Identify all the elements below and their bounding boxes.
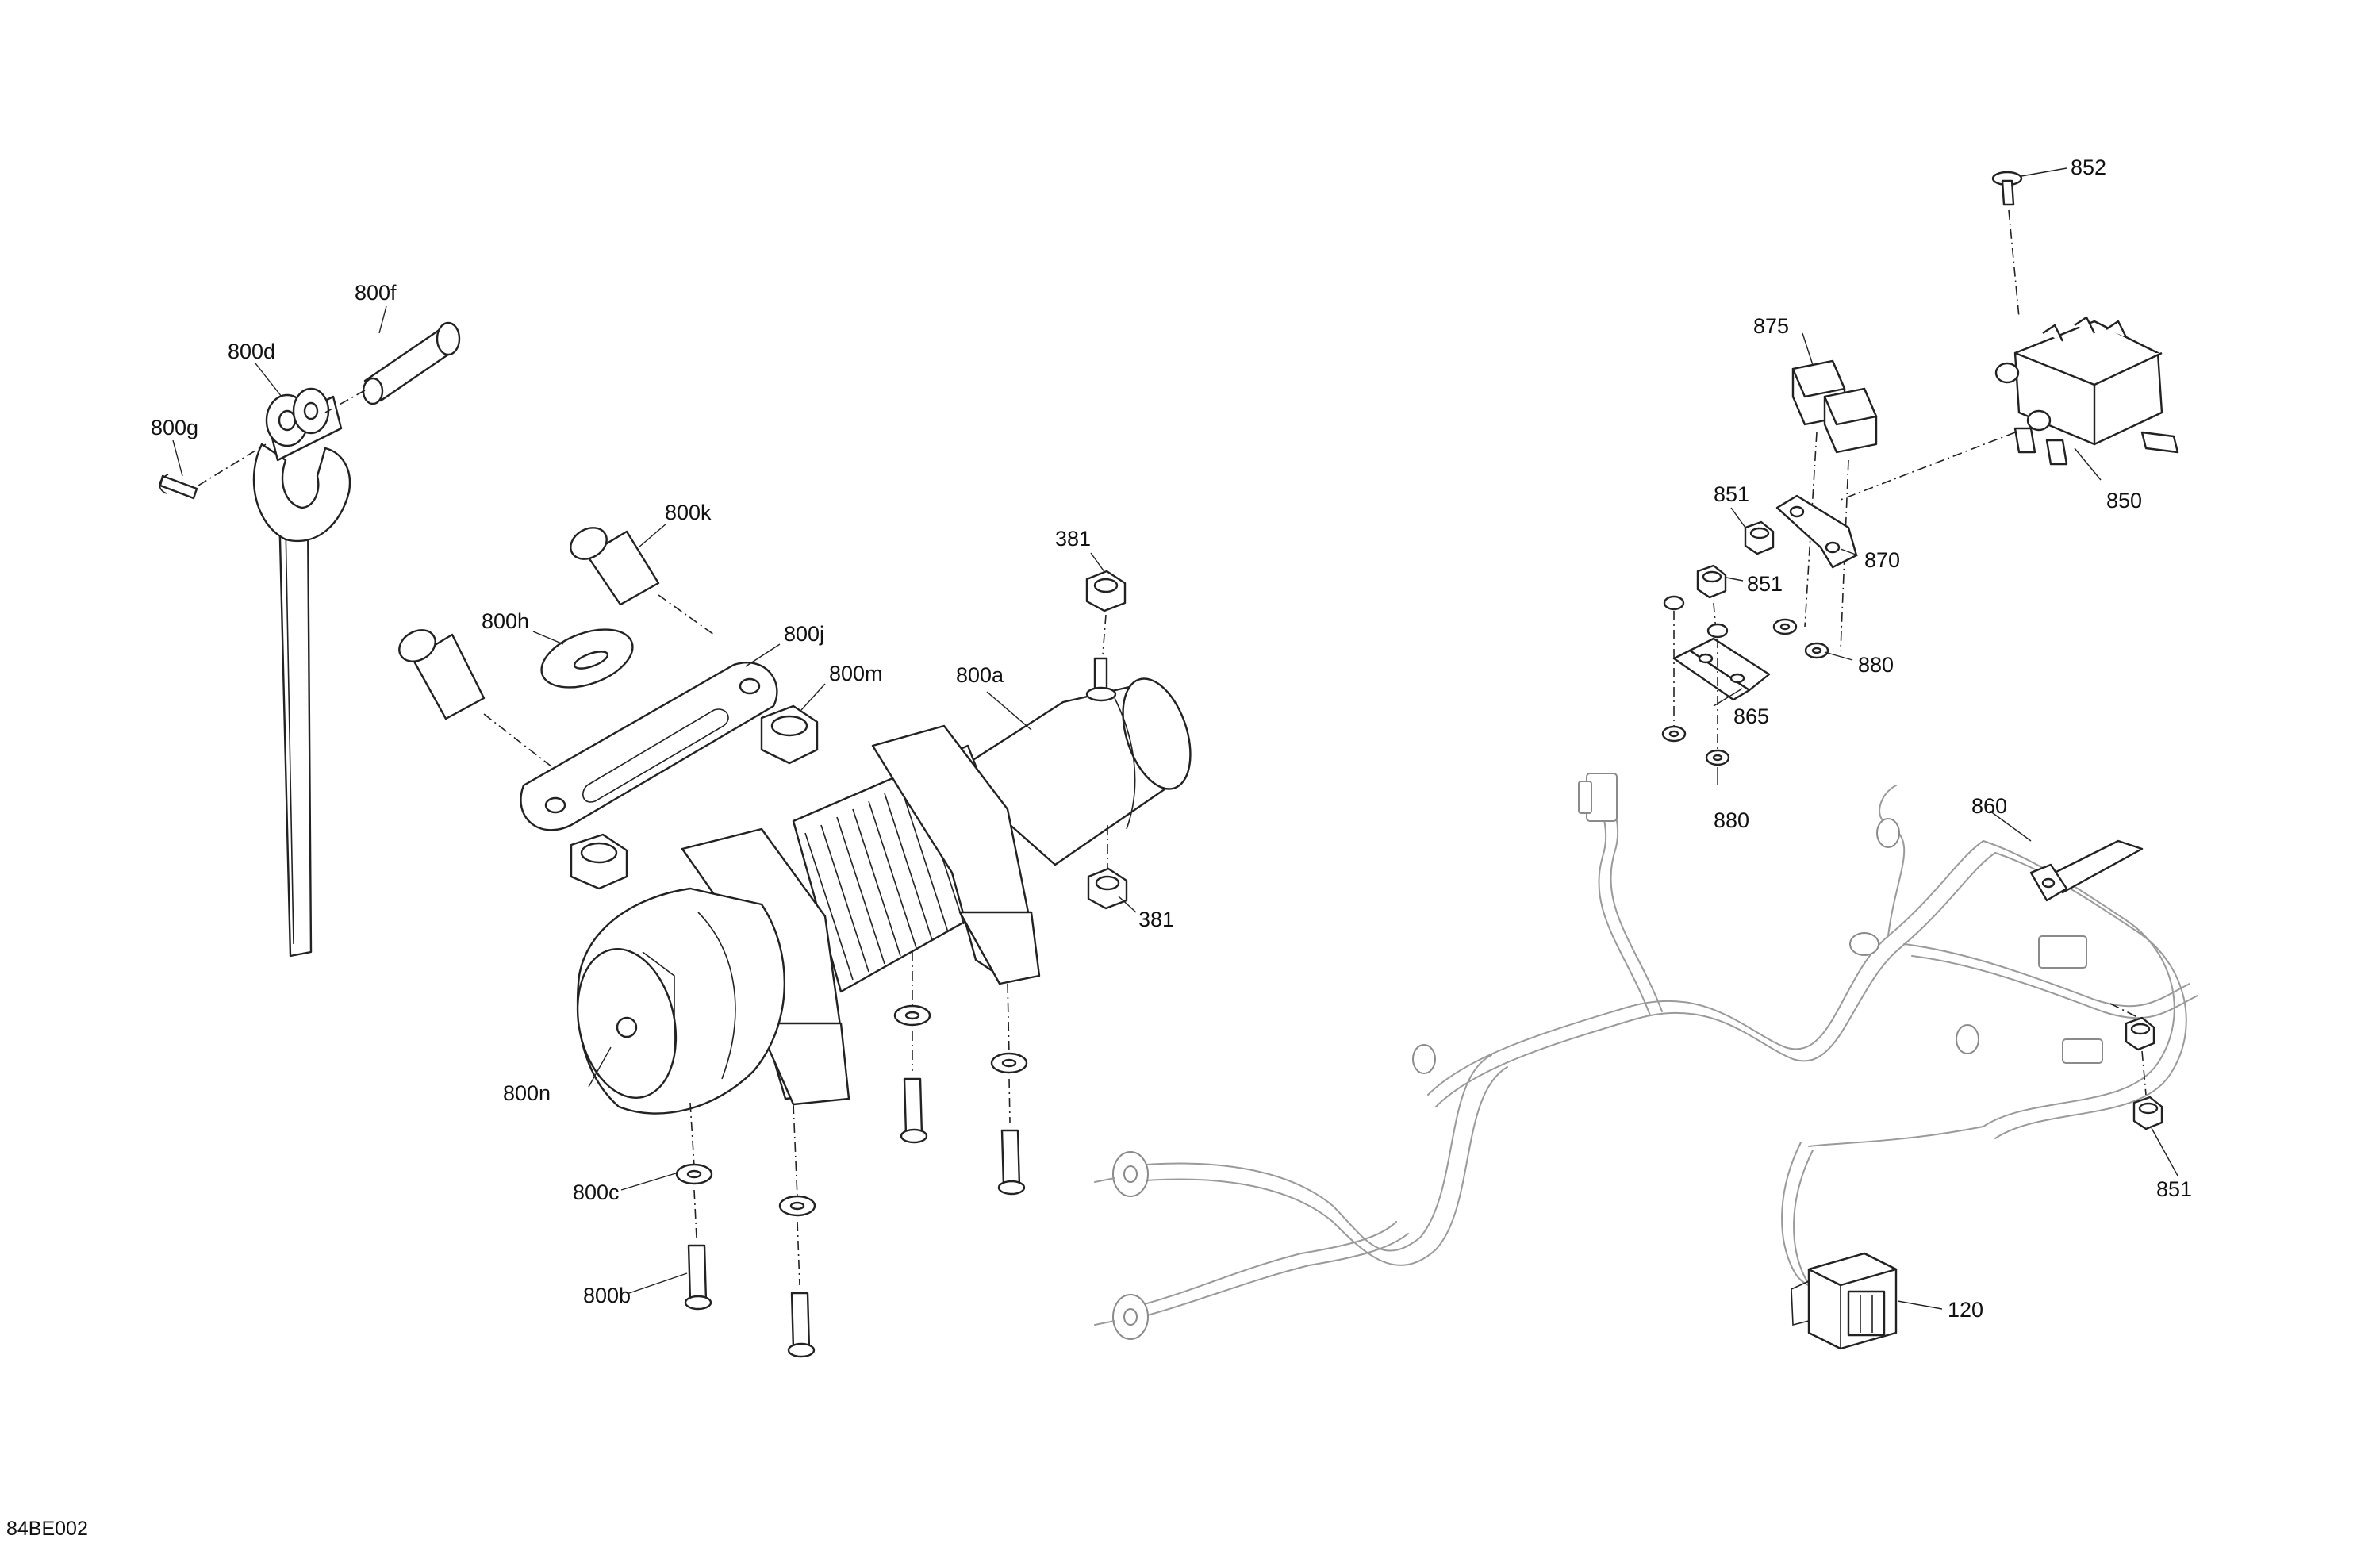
callout-865: 865 bbox=[1733, 704, 1769, 728]
callout-860: 860 bbox=[1971, 794, 2007, 818]
callout-800d: 800d bbox=[228, 340, 275, 363]
winch-body bbox=[576, 657, 1192, 1115]
callout-800k: 800k bbox=[665, 501, 712, 524]
callout-800c: 800c bbox=[573, 1180, 620, 1204]
callout-800h: 800h bbox=[482, 609, 529, 633]
callout-852: 852 bbox=[2071, 155, 2106, 179]
callout-880-lower: 880 bbox=[1714, 808, 1749, 832]
winch-rope-hook bbox=[159, 321, 461, 958]
callout-381-bottom: 381 bbox=[1138, 908, 1174, 931]
callout-800m: 800m bbox=[829, 662, 883, 685]
mounting-hardware bbox=[675, 570, 1128, 1358]
fairlead-group bbox=[398, 527, 819, 890]
callout-851-middle: 851 bbox=[1747, 572, 1783, 596]
leader-lines bbox=[172, 167, 2178, 1310]
callout-850: 850 bbox=[2106, 489, 2142, 512]
callout-800a: 800a bbox=[956, 663, 1004, 687]
drawing-code: 84BE002 bbox=[6, 1518, 88, 1540]
callout-851-upper: 851 bbox=[1714, 482, 1749, 506]
wiring-harness bbox=[1094, 773, 2198, 1340]
relay-bracket-group bbox=[1661, 171, 2179, 1350]
callout-381-top: 381 bbox=[1055, 527, 1091, 551]
callout-800g: 800g bbox=[151, 416, 198, 439]
callout-labels: 800f 800d 800g 800k 800h 800j 800m 800a … bbox=[6, 155, 2192, 1540]
callout-851-right: 851 bbox=[2156, 1177, 2192, 1201]
callout-875: 875 bbox=[1753, 314, 1789, 338]
callout-800b: 800b bbox=[583, 1284, 631, 1307]
callout-870: 870 bbox=[1864, 548, 1900, 572]
callout-880-upper: 880 bbox=[1858, 653, 1894, 677]
callout-800f: 800f bbox=[355, 281, 397, 305]
callout-800j: 800j bbox=[784, 622, 824, 646]
callout-120: 120 bbox=[1948, 1298, 1983, 1322]
callout-800n: 800n bbox=[503, 1081, 551, 1105]
